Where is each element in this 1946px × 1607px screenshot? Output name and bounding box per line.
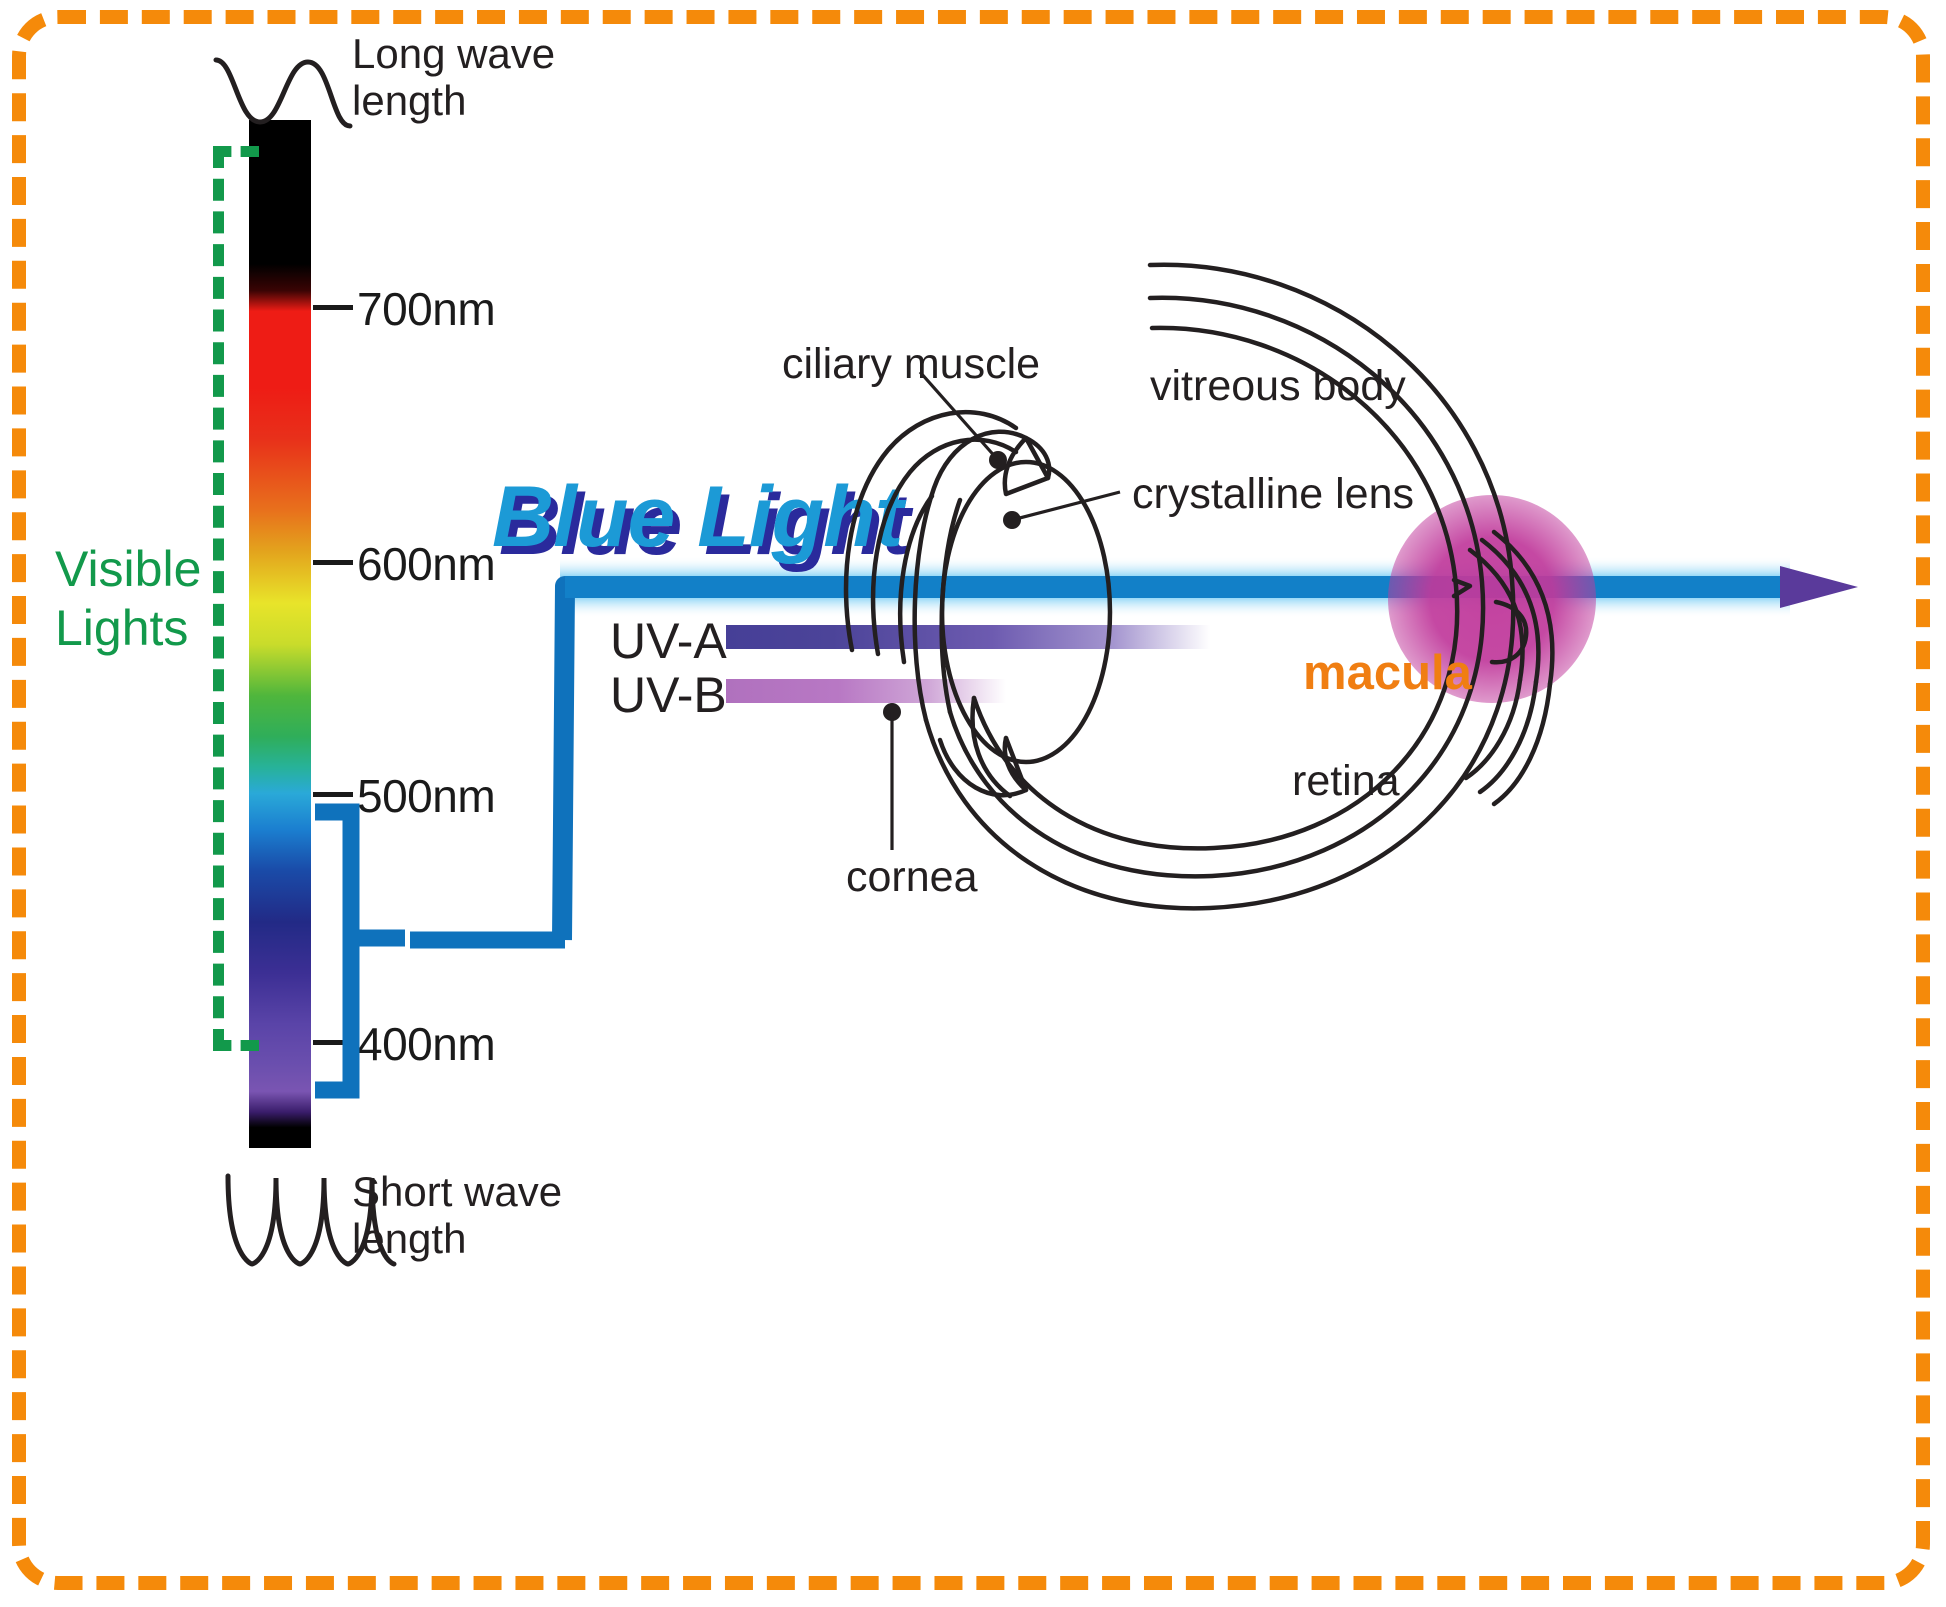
long-wave-icon (213, 57, 353, 129)
tick-label-700: 700nm (357, 283, 496, 335)
blue-light-title: Blue Light (492, 469, 903, 565)
uv-b-label: UV-B (610, 667, 727, 723)
tick-label-500: 500nm (357, 770, 496, 822)
long-wave-label: Long wave length (352, 30, 556, 125)
short-wave-label: Short wave length (352, 1168, 563, 1263)
macula-glow (1388, 495, 1596, 703)
tick-500 (313, 792, 353, 797)
tick-400 (313, 1040, 353, 1045)
eye-cross-section (843, 262, 1555, 911)
visible-lights-bracket (213, 146, 259, 1051)
ciliary-muscle-label: ciliary muscle (782, 340, 1041, 388)
macula-label: macula (1303, 646, 1472, 700)
uv-a-label: UV-A (610, 613, 727, 669)
tick-600 (313, 560, 353, 565)
retina-label: retina (1292, 757, 1400, 805)
vitreous-body-label: vitreous body (1150, 362, 1406, 410)
tick-label-600: 600nm (357, 538, 496, 590)
crystalline-lens-label: crystalline lens (1132, 470, 1414, 518)
blue-light-bracket (315, 803, 405, 1099)
visible-spectrum-bar (249, 120, 311, 1148)
short-wave-icon (225, 1173, 397, 1267)
visible-lights-label: Visible Lights (55, 541, 202, 656)
tick-700 (313, 305, 353, 310)
cornea-label: cornea (846, 853, 978, 901)
uv-a-bar (726, 625, 1210, 649)
tick-label-400: 400nm (357, 1018, 496, 1070)
